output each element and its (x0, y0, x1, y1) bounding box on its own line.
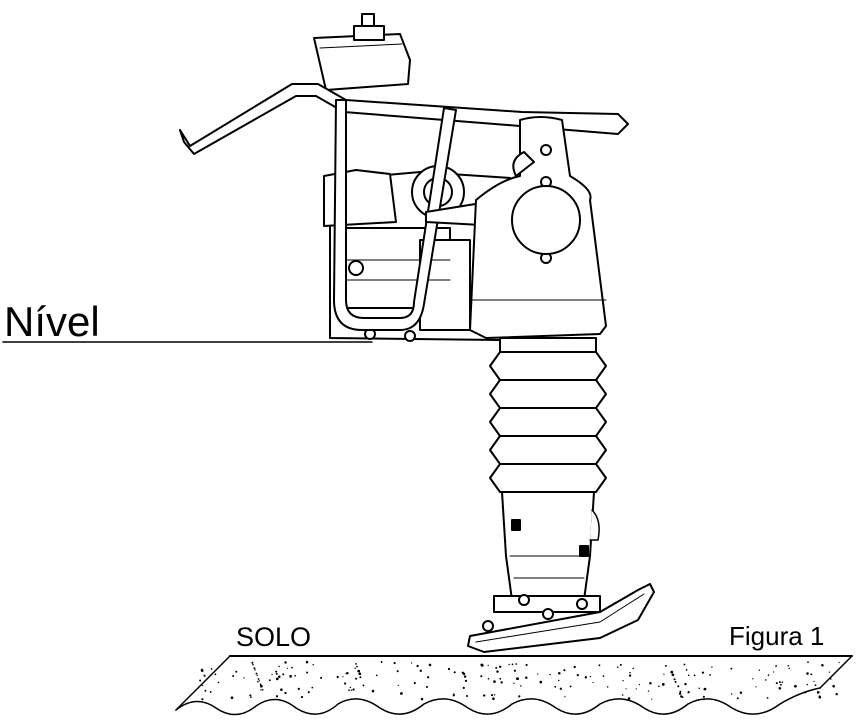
rammer-machine (179, 13, 655, 653)
foot-plate (467, 583, 655, 653)
fuel-tank (313, 33, 411, 91)
level-label: Nível (4, 298, 100, 345)
guide-tube (333, 99, 457, 331)
fuel-cap (353, 25, 385, 41)
bellows-lower-transition (499, 337, 597, 353)
ground-label: SOLO (236, 622, 312, 652)
bellows (489, 351, 607, 493)
ground-soil (175, 655, 853, 716)
figure-caption: Figura 1 (729, 621, 825, 651)
